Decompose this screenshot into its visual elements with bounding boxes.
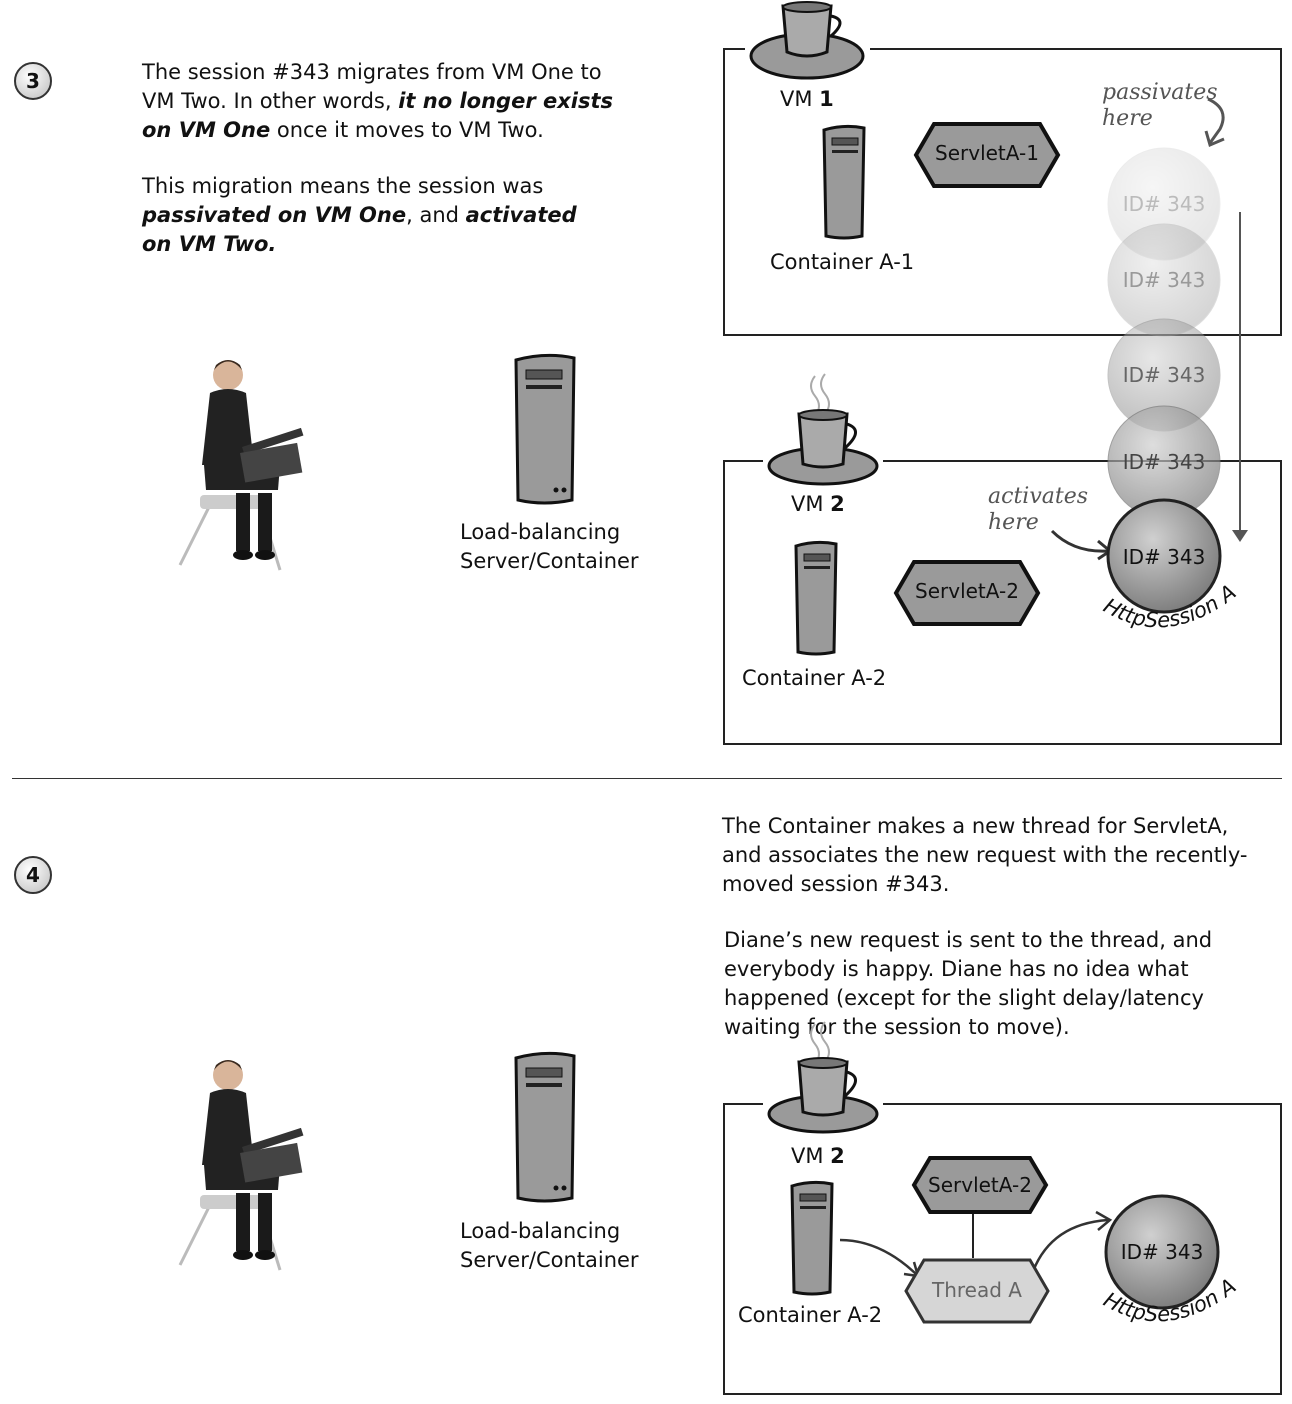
container-a2-server-icon [790,1180,834,1296]
coffee-cup-icon [745,1,870,85]
servlet-a2-hexagon-step4: ServletA-2 [911,1156,1049,1214]
passivates-here-note: passivates here [1102,80,1218,131]
load-balancer-label: Load-balancing Server/Container [460,1219,639,1272]
vm2-box [723,460,1282,745]
httpsession-a-label-arc: HttpSession A [1100,580,1241,633]
step4-para1-line3: moved session #343. [722,872,950,896]
step-number-4: 4 [14,856,52,894]
servlet-a2-hexagon: ServletA-2 [893,560,1041,626]
step3-para1-line1: The session #343 migrates from VM One to [142,60,602,84]
container-a1-label: Container A-1 [770,250,915,274]
step4-paragraph-1: The Container makes a new thread for Ser… [722,812,1247,899]
step4-para1-line1: The Container makes a new thread for Ser… [722,814,1229,838]
servlet-a1-hexagon: ServletA-1 [913,122,1061,188]
servlet-a2-label-step4: ServletA-2 [928,1173,1032,1197]
coffee-cup-steaming-icon [763,1021,883,1138]
step4-para2-line4: waiting for the session to move). [724,1015,1070,1039]
vm1-box [723,48,1282,336]
step4-paragraph-2: Diane’s new request is sent to the threa… [724,926,1212,1042]
container-a2-label: Container A-2 [742,666,887,690]
step3-para2-line1: This migration means the session was [142,174,544,198]
thread-a-hexagon: Thread A [904,1258,1050,1324]
thread-a-label: Thread A [931,1278,1022,1302]
step4-para2-line2: everybody is happy. Diane has no idea wh… [724,957,1189,981]
passivates-arrow-icon [1204,97,1225,148]
step4-para2-line3: happened (except for the slight delay/la… [724,986,1204,1010]
step-number-3: 3 [14,62,52,100]
container-a2-label-step4: Container A-2 [738,1303,883,1327]
load-balancer-label: Load-balancing Server/Container [460,520,639,573]
step3-paragraph-2: This migration means the session was pas… [142,172,577,259]
session-ghost-2-label: ID# 343 [1123,268,1206,292]
servlet-a2-label: ServletA-2 [915,579,1019,603]
session-343-step4: ID# 343 [1104,1194,1220,1310]
step3-para2-line2: passivated on VM One, and activated [142,203,577,227]
vm2-label-step4: VM 2 [791,1144,845,1168]
servlet-a1-label: ServletA-1 [935,141,1039,165]
step3-para1-line2: VM Two. In other words, it no longer exi… [142,89,614,113]
vm2-label: VM 2 [791,492,845,516]
vm2-box-step4 [723,1103,1282,1395]
session-migration-trail: ID# 343 ID# 343 ID# 343 ID# 343 ID# 343 [1106,147,1248,614]
load-balancer-server-icon [514,353,576,505]
session-343-label-step4: ID# 343 [1121,1240,1204,1264]
step4-para2-line1: Diane’s new request is sent to the threa… [724,928,1213,952]
container-a1-server-icon [822,124,866,240]
session-ghost-1-label: ID# 343 [1123,192,1206,216]
container-a2-server-icon [794,540,838,656]
step3-para1-line3: on VM One once it moves to VM Two. [142,118,544,142]
activates-here-note: activates here [988,484,1089,535]
session-343-active [1106,498,1222,614]
session-ghost-3-label: ID# 343 [1123,363,1206,387]
svg-text:HttpSession A: HttpSession A [1100,1274,1241,1327]
step3-para2-line3: on VM Two. [142,232,277,256]
session-ghost-4-label: ID# 343 [1123,450,1206,474]
svg-text:HttpSession A: HttpSession A [1100,580,1241,633]
step3-paragraph-1: The session #343 migrates from VM One to… [142,58,613,145]
session-343-label: ID# 343 [1123,545,1206,569]
httpsession-a-label-arc-step4: HttpSession A [1100,1274,1241,1327]
diane-with-laptop-icon [178,360,304,571]
step4-para1-line2: and associates the new request with the … [722,843,1248,867]
coffee-cup-steaming-icon [763,373,883,490]
section-divider [12,778,1282,779]
vm1-label: VM 1 [780,87,834,111]
load-balancer-server-icon [514,1051,576,1203]
diane-with-laptop-icon [178,1060,304,1271]
